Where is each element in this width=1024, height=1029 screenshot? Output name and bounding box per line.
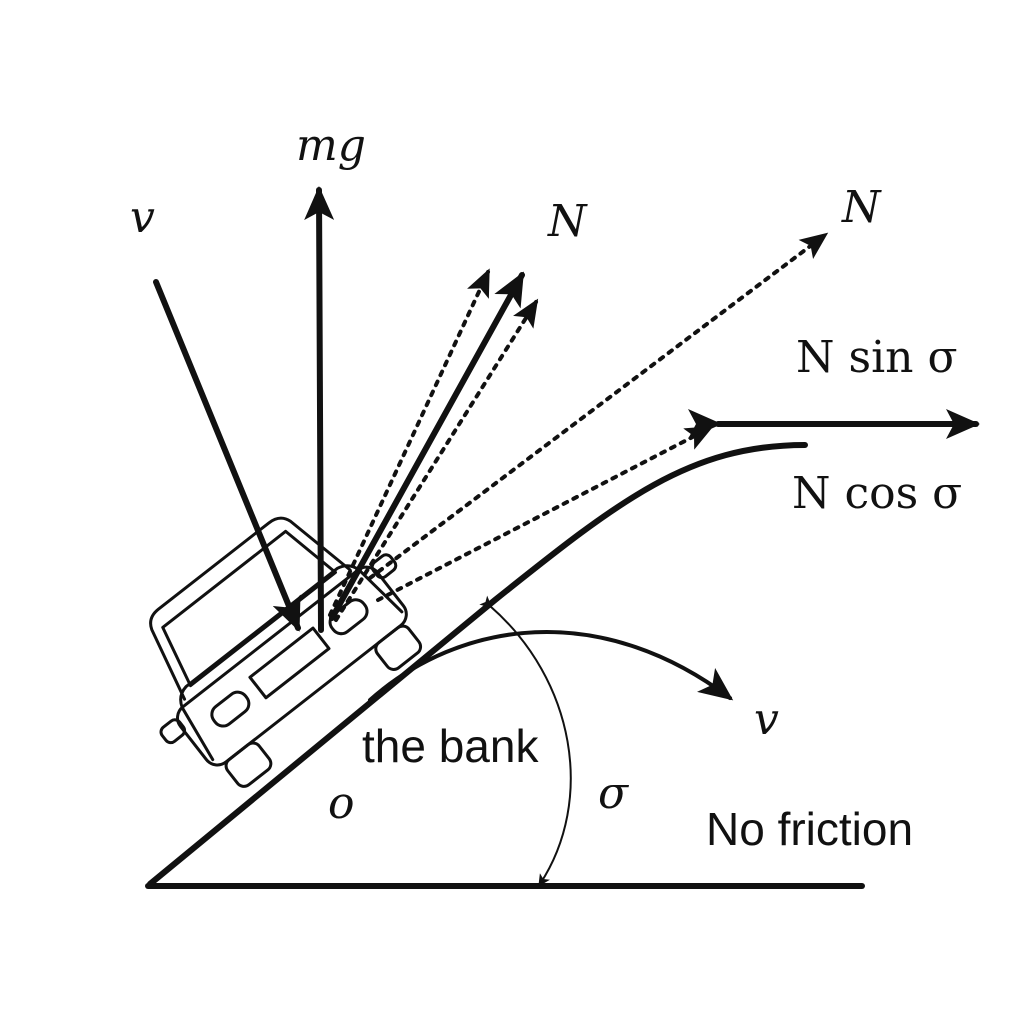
label-angle-sigma: σ xyxy=(598,768,630,819)
N-arrow xyxy=(329,271,525,621)
label-N-right: N xyxy=(841,182,882,233)
angle-arc xyxy=(479,595,572,887)
v-incoming-arrow xyxy=(153,279,301,632)
label-the-bank: the bank xyxy=(362,720,539,772)
bank-incline xyxy=(147,442,808,887)
label-N-sin: N sin σ xyxy=(796,332,958,383)
N-dotted-mid xyxy=(376,426,714,602)
turn-path-arrow xyxy=(368,630,734,702)
label-mg: mg xyxy=(296,120,366,171)
label-no-friction: No friction xyxy=(706,803,913,855)
N-dotted-far xyxy=(368,232,829,580)
label-N-center: N xyxy=(547,196,588,247)
N-dotted-right xyxy=(334,298,539,622)
label-N-cos: N cos σ xyxy=(792,468,962,519)
label-v-top: v xyxy=(130,192,155,243)
label-origin: o xyxy=(328,778,355,829)
N-dotted-left xyxy=(328,268,490,617)
car-icon xyxy=(149,516,423,788)
label-v-bottom: v xyxy=(754,694,779,745)
mg-arrow xyxy=(304,186,335,633)
